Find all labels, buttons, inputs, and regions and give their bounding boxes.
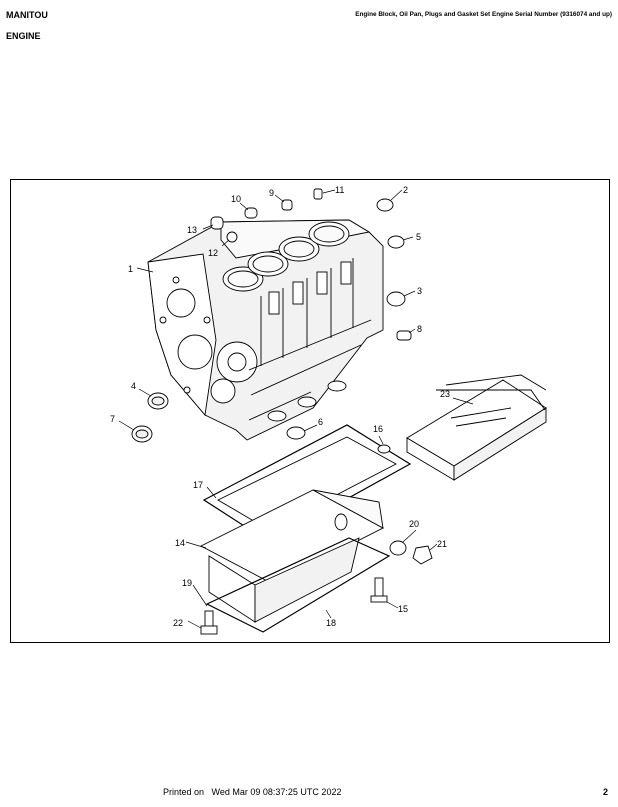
callout-21: 21 bbox=[437, 539, 447, 549]
callout-2: 2 bbox=[403, 185, 408, 195]
callout-4: 4 bbox=[131, 381, 136, 391]
callout-23: 23 bbox=[440, 389, 450, 399]
callout-11: 11 bbox=[335, 185, 344, 195]
printed-date: Wed Mar 09 08:37:25 UTC 2022 bbox=[211, 787, 342, 797]
page-number: 2 bbox=[603, 787, 609, 797]
callout-8: 8 bbox=[417, 324, 422, 334]
callout-18: 18 bbox=[326, 618, 336, 628]
gasket-set-box bbox=[406, 374, 547, 481]
section-name: ENGINE bbox=[6, 31, 41, 41]
oil-pan-bottom-gasket bbox=[205, 537, 391, 633]
callout-19: 19 bbox=[182, 578, 192, 588]
callout-13: 13 bbox=[187, 225, 197, 235]
callout-5: 5 bbox=[416, 232, 421, 242]
callout-12: 12 bbox=[208, 248, 218, 258]
callout-10: 10 bbox=[231, 194, 241, 204]
top-plugs bbox=[210, 188, 412, 341]
engine-block bbox=[147, 219, 384, 441]
callout-15: 15 bbox=[398, 604, 408, 614]
drain-plugs bbox=[200, 444, 433, 635]
callout-22: 22 bbox=[173, 618, 183, 628]
printed-label: Printed on bbox=[163, 787, 205, 797]
document-title: Engine Block, Oil Pan, Plugs and Gasket … bbox=[355, 11, 612, 18]
callout-16: 16 bbox=[373, 424, 383, 434]
printed-timestamp: Printed on Wed Mar 09 08:37:25 UTC 2022 bbox=[163, 787, 341, 797]
exploded-view-drawing: 1 2 3 4 5 6 7 8 9 10 11 12 13 14 15 16 1… bbox=[110, 185, 547, 635]
callout-6: 6 bbox=[318, 417, 323, 427]
callout-7: 7 bbox=[110, 414, 115, 424]
callout-17: 17 bbox=[193, 480, 203, 490]
oil-pan bbox=[200, 489, 384, 623]
bearing-parts bbox=[131, 392, 306, 443]
callout-14: 14 bbox=[175, 538, 185, 548]
leader-lines bbox=[118, 189, 474, 629]
callout-9: 9 bbox=[269, 188, 274, 198]
callout-1: 1 bbox=[128, 264, 133, 274]
brand-name: MANITOU bbox=[6, 10, 48, 20]
callout-20: 20 bbox=[409, 519, 419, 529]
parts-diagram: 1 2 3 4 5 6 7 8 9 10 11 12 13 14 15 16 1… bbox=[10, 179, 610, 643]
callout-3: 3 bbox=[417, 286, 422, 296]
callout-labels: 1 2 3 4 5 6 7 8 9 10 11 12 13 14 15 16 1… bbox=[110, 185, 450, 628]
